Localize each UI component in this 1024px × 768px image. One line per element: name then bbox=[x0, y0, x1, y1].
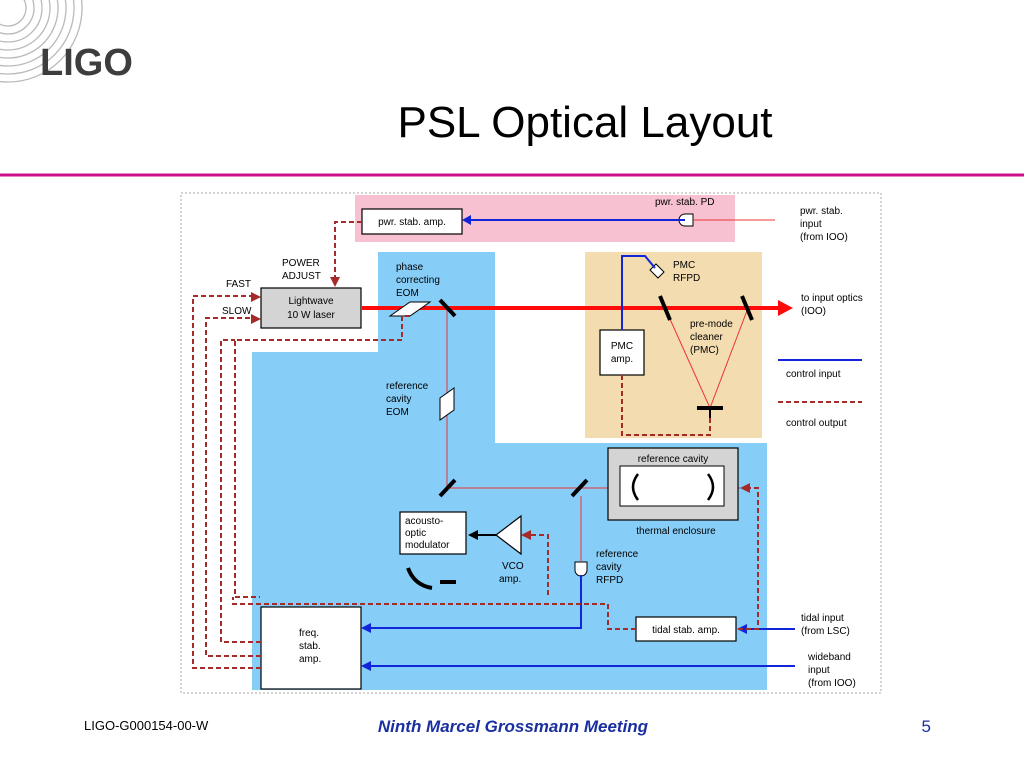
pmc-mirror-icon bbox=[658, 295, 672, 321]
tidal-stab-amp bbox=[635, 616, 737, 642]
optical-layout-diagram: pwr. stab. amp. pwr. stab. PD pwr. stab.… bbox=[180, 192, 882, 694]
pwr-stab-amp bbox=[361, 208, 463, 235]
ref-rfpd-label-3: RFPD bbox=[596, 575, 623, 586]
acousto-optic-modulator bbox=[399, 511, 467, 555]
pwr-stab-pd-icon bbox=[678, 213, 694, 227]
pmc-label-3: (PMC) bbox=[690, 345, 719, 356]
pmc-rfpd-label-2: RFPD bbox=[673, 273, 700, 284]
aom-label-1: acousto- bbox=[405, 516, 443, 527]
aom-label-3: modulator bbox=[405, 540, 450, 551]
to-input-optics-label-1: to input optics bbox=[801, 293, 863, 304]
ref-eom-label-1: reference bbox=[386, 381, 429, 392]
phase-eom-label-1: phase bbox=[396, 262, 424, 273]
arrow-icon bbox=[361, 623, 371, 633]
footer-document-id: LIGO-G000154-00-W bbox=[84, 718, 209, 733]
arrow-icon bbox=[462, 215, 471, 225]
beam-arrow-icon bbox=[778, 300, 793, 316]
tidal-input-label-1: tidal input bbox=[801, 613, 844, 624]
wideband-label-3: (from IOO) bbox=[808, 678, 856, 689]
freq-amp-label-1: freq. bbox=[299, 628, 319, 639]
fast-label: FAST bbox=[226, 279, 251, 290]
pwr-stab-input-label-1: pwr. stab. bbox=[800, 206, 843, 217]
arrow-icon bbox=[521, 530, 531, 540]
pwr-stab-input-label-2: input bbox=[800, 219, 822, 230]
turning-mirror-icon bbox=[438, 478, 457, 498]
beam-splitter-icon bbox=[570, 478, 589, 498]
power-adjust-label-2: ADJUST bbox=[282, 271, 321, 282]
beam-splitter-icon bbox=[438, 298, 457, 318]
power-adjust-label-1: POWER bbox=[282, 258, 320, 269]
ref-rfpd-label-1: reference bbox=[596, 549, 639, 560]
frequency-stabilization-region bbox=[252, 252, 767, 690]
arrow-icon bbox=[251, 292, 261, 302]
logo-text: LIGO bbox=[40, 42, 133, 84]
laser-label-2: 10 W laser bbox=[287, 310, 335, 321]
phase-eom-label-3: EOM bbox=[396, 288, 419, 299]
legend-control-input-label: control input bbox=[786, 369, 841, 380]
tidal-input-label-2: (from LSC) bbox=[801, 626, 850, 637]
laser-label-1: Lightwave bbox=[288, 296, 333, 307]
vco-label-2: amp. bbox=[499, 574, 521, 585]
vco-label-1: VCO bbox=[502, 561, 524, 572]
arrow-icon bbox=[330, 277, 340, 287]
page-title: PSL Optical Layout bbox=[397, 98, 772, 147]
thermal-enclosure-label: thermal enclosure bbox=[636, 526, 716, 537]
pmc-rfpd-label-1: PMC bbox=[673, 260, 695, 271]
footer-meeting: Ninth Marcel Grossmann Meeting bbox=[378, 717, 649, 736]
pwr-stab-pd-label: pwr. stab. PD bbox=[655, 197, 714, 208]
arrow-icon bbox=[361, 661, 371, 671]
freq-amp-label-3: amp. bbox=[299, 654, 321, 665]
to-input-optics-label-2: (IOO) bbox=[801, 306, 826, 317]
pmc-label-2: cleaner bbox=[690, 332, 723, 343]
aom-label-2: optic bbox=[405, 528, 426, 539]
wideband-label-2: input bbox=[808, 665, 830, 676]
phase-eom-label-2: correcting bbox=[396, 275, 440, 286]
double-pass-mirror-icon bbox=[406, 567, 433, 590]
legend-control-output-label: control output bbox=[786, 418, 847, 429]
arrow-icon bbox=[468, 530, 478, 540]
cavity-mirror-icon bbox=[631, 473, 640, 501]
pwr-stab-amp-label: pwr. stab. amp. bbox=[378, 217, 446, 228]
ref-rfpd-label-2: cavity bbox=[596, 562, 622, 573]
pmc-amp-label-1: PMC bbox=[611, 341, 633, 352]
ref-eom-label-2: cavity bbox=[386, 394, 412, 405]
arrow-icon bbox=[740, 483, 750, 493]
pwr-stab-input-label-3: (from IOO) bbox=[800, 232, 848, 243]
page-number: 5 bbox=[922, 717, 931, 736]
tidal-amp-label: tidal stab. amp. bbox=[652, 625, 720, 636]
pmc-amp bbox=[599, 329, 645, 376]
freq-stab-amp bbox=[260, 606, 362, 690]
cavity-mirror-icon bbox=[706, 473, 715, 501]
reference-cavity-rfpd-icon bbox=[574, 561, 588, 577]
pmc-mirror-icon bbox=[740, 295, 754, 321]
freq-amp-label-2: stab. bbox=[299, 641, 321, 652]
reference-cavity-eom-icon bbox=[439, 387, 455, 421]
phase-eom-icon bbox=[388, 301, 432, 317]
slow-label: SLOW bbox=[222, 306, 252, 317]
ref-eom-label-3: EOM bbox=[386, 407, 409, 418]
wideband-label-1: wideband bbox=[807, 652, 851, 663]
laser-box bbox=[260, 287, 362, 329]
pmc-label-1: pre-mode bbox=[690, 319, 733, 330]
arrow-icon bbox=[251, 314, 261, 324]
pmc-amp-label-2: amp. bbox=[611, 354, 633, 365]
reference-cavity-label: reference cavity bbox=[638, 454, 709, 465]
ligo-logo: LIGO bbox=[0, 0, 133, 84]
